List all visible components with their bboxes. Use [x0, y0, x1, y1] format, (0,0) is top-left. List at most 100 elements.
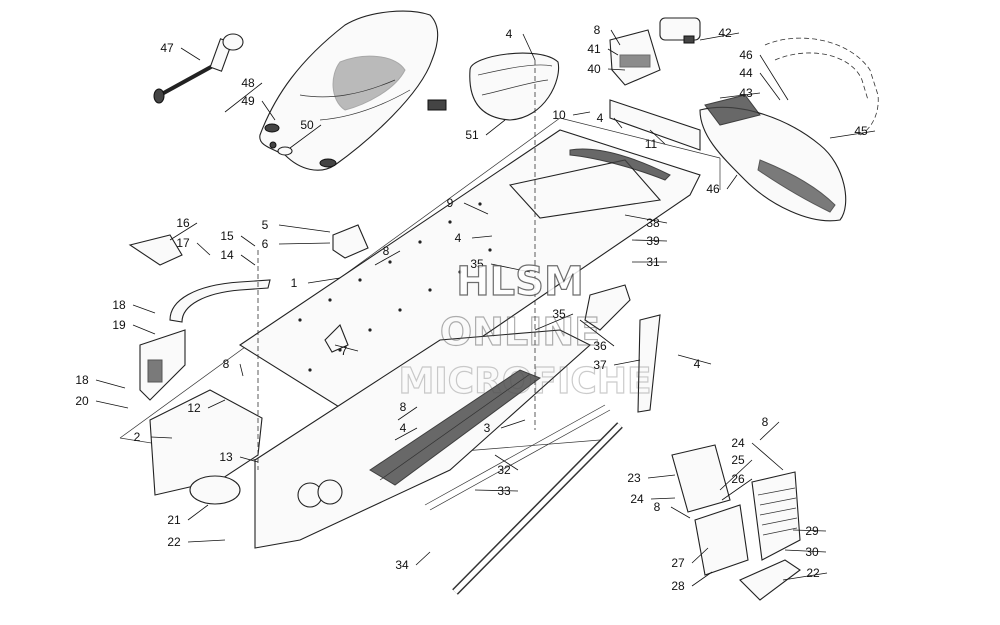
cover-part-16[interactable]	[128, 234, 183, 266]
callout-c13[interactable]: 13	[219, 450, 259, 464]
callout-c42[interactable]: 42	[699, 26, 740, 41]
callout-leader	[782, 572, 828, 581]
callout-c41[interactable]: 41	[587, 42, 619, 56]
handle-part-42[interactable]	[659, 17, 701, 44]
tunnel-part-1[interactable]	[238, 129, 701, 421]
side-bracket-part-36[interactable]	[584, 284, 631, 331]
callout-c8a[interactable]: 8	[594, 23, 621, 46]
part-7[interactable]	[324, 324, 349, 353]
bracket-part-14[interactable]	[139, 279, 271, 401]
bracket-part-40[interactable]	[609, 29, 661, 86]
callout-c40[interactable]: 40	[587, 62, 626, 76]
callout-c16[interactable]: 16	[169, 216, 198, 241]
bracket-part-6[interactable]	[332, 224, 369, 259]
callout-c37[interactable]: 37	[593, 358, 641, 372]
callout-c39[interactable]: 39	[631, 234, 668, 248]
callout-c3[interactable]: 3	[484, 419, 526, 435]
callout-c26[interactable]: 26	[721, 472, 753, 501]
callout-c12[interactable]: 12	[187, 399, 226, 415]
callout-label: 4	[597, 111, 604, 125]
callout-c10[interactable]: 10	[552, 108, 591, 122]
callout-c8b[interactable]: 8	[374, 244, 401, 266]
callout-c11[interactable]: 11	[645, 129, 666, 151]
rail-part-33[interactable]	[424, 404, 611, 511]
callout-c33[interactable]: 33	[474, 484, 519, 498]
callout-c4d[interactable]: 4	[677, 354, 712, 371]
rail-part-37[interactable]	[637, 314, 661, 413]
storage-bag-part-51[interactable]	[469, 52, 560, 121]
callout-c15[interactable]: 15	[220, 229, 256, 247]
rear-bracket-part-11[interactable]	[609, 99, 701, 151]
callout-c6[interactable]: 6	[262, 237, 331, 251]
callout-leader	[95, 400, 129, 409]
lower-side-panel[interactable]	[254, 329, 591, 549]
callout-c22b[interactable]: 22	[782, 566, 828, 581]
callout-c23[interactable]: 23	[627, 471, 676, 485]
callout-c20[interactable]: 20	[75, 394, 129, 409]
guard-part-27[interactable]	[694, 504, 749, 576]
callout-c47[interactable]: 47	[160, 41, 201, 61]
callout-c4b[interactable]: 4	[597, 111, 623, 129]
callout-c18a[interactable]: 18	[112, 298, 156, 314]
callout-c8f[interactable]: 8	[654, 500, 691, 519]
callout-c24a[interactable]: 24	[630, 492, 676, 506]
callout-c29[interactable]: 29	[792, 524, 827, 538]
side-panel-part-2[interactable]	[149, 389, 263, 505]
callout-c5[interactable]: 5	[262, 218, 331, 233]
callout-c44[interactable]: 44	[739, 66, 781, 101]
callout-c22a[interactable]: 22	[167, 535, 226, 549]
callout-c18b[interactable]: 18	[75, 373, 126, 389]
callout-label: 23	[627, 471, 641, 485]
callout-c21[interactable]: 21	[167, 504, 209, 527]
callout-c50[interactable]: 50	[289, 118, 322, 149]
callout-label: 50	[300, 118, 314, 132]
callout-c32[interactable]: 32	[494, 454, 519, 477]
footrest-part-30[interactable]	[739, 559, 801, 601]
callout-leader	[610, 29, 621, 46]
callout-c4a[interactable]: 4	[506, 27, 536, 61]
callout-c19[interactable]: 19	[112, 318, 156, 335]
callout-c24b[interactable]: 24	[731, 436, 784, 471]
watermark-line-3: MICROFICHE	[398, 361, 651, 402]
rod-part-34[interactable]	[452, 422, 623, 595]
callout-c34[interactable]: 34	[395, 551, 431, 572]
callout-c35b[interactable]: 35	[534, 307, 574, 331]
callout-c25[interactable]: 25	[719, 453, 753, 491]
callout-c1[interactable]: 1	[291, 276, 341, 290]
callout-c27[interactable]: 27	[671, 547, 709, 570]
seat-assembly[interactable]	[259, 10, 447, 171]
callout-c7[interactable]: 7	[334, 344, 359, 358]
callout-c48[interactable]: 48	[224, 76, 263, 113]
callout-c31[interactable]: 31	[632, 255, 667, 269]
callout-c35a[interactable]: 35	[470, 257, 531, 273]
washer-part-50[interactable]	[269, 141, 293, 156]
callout-c14[interactable]: 14	[220, 248, 256, 266]
callout-c46b[interactable]: 46	[706, 174, 738, 196]
callout-c51[interactable]: 51	[465, 119, 506, 142]
callout-c8d[interactable]: 8	[397, 400, 418, 421]
callout-label: 47	[160, 41, 174, 55]
callout-c49[interactable]: 49	[241, 94, 276, 121]
guard-part-26[interactable]	[751, 471, 801, 561]
callout-label: 51	[465, 128, 479, 142]
callout-c8c[interactable]: 8	[223, 357, 244, 377]
callout-c36[interactable]: 36	[579, 319, 615, 353]
callout-c28[interactable]: 28	[671, 571, 713, 593]
callout-c45[interactable]: 45	[829, 124, 876, 139]
callout-c43[interactable]: 43	[719, 86, 761, 100]
callout-c38[interactable]: 38	[624, 214, 668, 230]
callout-label: 8	[654, 500, 661, 514]
callout-c30[interactable]: 30	[784, 545, 827, 559]
callout-c4e[interactable]: 4	[394, 421, 418, 441]
pump-part-47[interactable]	[153, 33, 244, 104]
callout-c17[interactable]: 17	[176, 236, 211, 256]
callout-c2[interactable]: 2	[134, 430, 173, 444]
callout-c9[interactable]: 9	[447, 196, 489, 215]
callout-c4c[interactable]: 4	[455, 231, 493, 245]
rear-flap-part-45[interactable]	[699, 94, 847, 222]
guard-part-23[interactable]	[671, 444, 731, 513]
callout-c8e[interactable]: 8	[759, 415, 780, 441]
callout-leader	[691, 547, 709, 564]
callout-c46a[interactable]: 46	[739, 48, 789, 101]
callout-label: 16	[176, 216, 190, 230]
